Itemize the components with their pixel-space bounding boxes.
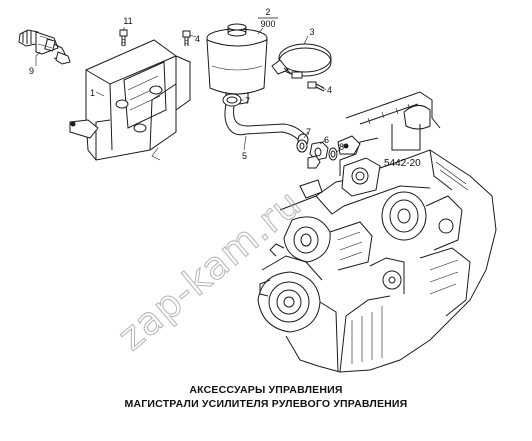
part-7-clamp-lower xyxy=(296,139,308,153)
callout-2: 2 xyxy=(265,7,270,17)
engine-block xyxy=(257,91,497,373)
leader-lines xyxy=(35,27,341,153)
watermark: zap-kam.ru xyxy=(110,181,310,359)
callout-3: 3 xyxy=(309,27,314,37)
caption-line-2: МАГИСТРАЛИ УСИЛИТЕЛЯ РУЛЕВОГО УПРАВЛЕНИЯ xyxy=(124,398,408,410)
caption-line-1: АКСЕССУАРЫ УПРАВЛЕНИЯ xyxy=(189,384,343,396)
part-3-clamp-band xyxy=(271,43,332,79)
callout-labels: 11 4 2 900 3 4 9 1 7 5 7 6 8 5442-20 xyxy=(29,7,421,169)
callout-9: 9 xyxy=(29,66,34,76)
part-7-clamp-upper xyxy=(222,93,242,107)
part-2-reservoir xyxy=(206,23,268,105)
part-9-sensor xyxy=(18,29,71,65)
part-1-bracket xyxy=(69,39,191,161)
part-4-screw-right xyxy=(307,81,325,92)
part-11-bolt xyxy=(119,29,128,47)
callout-1: 1 xyxy=(90,88,95,98)
part-6-fitting xyxy=(309,141,329,161)
callout-7-lower: 7 xyxy=(306,127,311,137)
callout-7-upper: 7 xyxy=(245,96,250,106)
callout-8: 8 xyxy=(339,142,344,152)
callout-11: 11 xyxy=(123,16,132,26)
part-8-washer xyxy=(328,147,338,161)
figure-code: 5442-20 xyxy=(384,158,421,169)
callout-4-upper: 4 xyxy=(195,34,200,44)
callout-5: 5 xyxy=(242,151,247,161)
callout-900: 900 xyxy=(260,19,275,29)
part-5-hose xyxy=(224,103,309,147)
part-4-screw-upper xyxy=(182,30,191,46)
callout-4-right: 4 xyxy=(327,85,332,95)
callout-6: 6 xyxy=(324,135,329,145)
